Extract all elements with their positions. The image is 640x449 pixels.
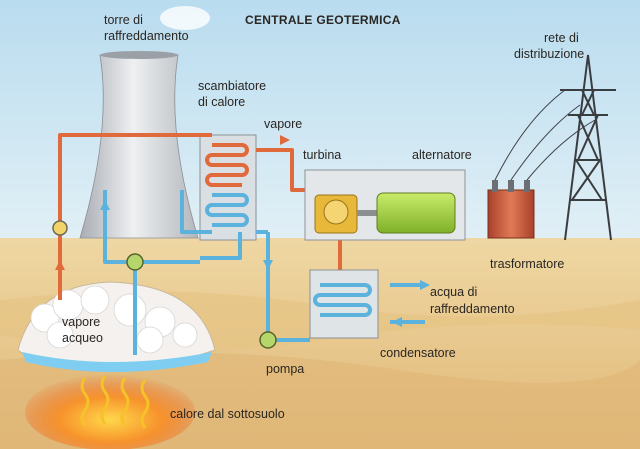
exchanger-coil-hot — [205, 143, 249, 187]
label-distribution-network: rete di — [544, 31, 579, 45]
shaft — [357, 210, 377, 216]
label-water-vapor: acqueo — [62, 331, 103, 345]
label-heat-exchanger: di calore — [198, 95, 245, 109]
exchanger-coil-cold — [205, 193, 249, 227]
label-alternator: alternatore — [412, 148, 472, 162]
label-distribution-network: distribuzione — [514, 47, 584, 61]
label-transformer: trasformatore — [490, 257, 564, 271]
label-cooling-tower: raffreddamento — [104, 29, 189, 43]
label-heat-exchanger: scambiatore — [198, 79, 266, 93]
label-underground-heat: calore dal sottosuolo — [170, 407, 285, 421]
label-cooling-water: raffreddamento — [430, 302, 515, 316]
diagram-title: CENTRALE GEOTERMICA — [245, 13, 401, 27]
cooling-tower — [79, 54, 199, 239]
hot-steam-pipes — [58, 133, 342, 300]
reservoir-water — [22, 352, 212, 372]
label-cooling-tower: torre di — [104, 13, 143, 27]
heat-source — [25, 374, 195, 449]
power-lines — [494, 89, 596, 181]
cloud — [160, 6, 210, 30]
transmission-tower — [560, 54, 616, 241]
condenser-coil — [313, 283, 372, 317]
heat-wave-icon — [80, 375, 150, 429]
pump-icon — [259, 331, 277, 349]
label-steam: vapore — [264, 117, 302, 131]
cooling-tower-top — [100, 51, 178, 59]
alternator — [376, 192, 456, 234]
flow-arrows — [55, 135, 430, 327]
label-condenser: condensatore — [380, 346, 456, 360]
transformer — [487, 180, 535, 239]
label-cooling-water: acqua di — [430, 285, 477, 299]
label-pump: pompa — [266, 362, 304, 376]
label-water-vapor: vapore — [62, 315, 100, 329]
turbine — [314, 194, 358, 234]
pump-icon — [126, 253, 144, 271]
label-turbine: turbina — [303, 148, 341, 162]
valve-icon — [52, 220, 68, 236]
